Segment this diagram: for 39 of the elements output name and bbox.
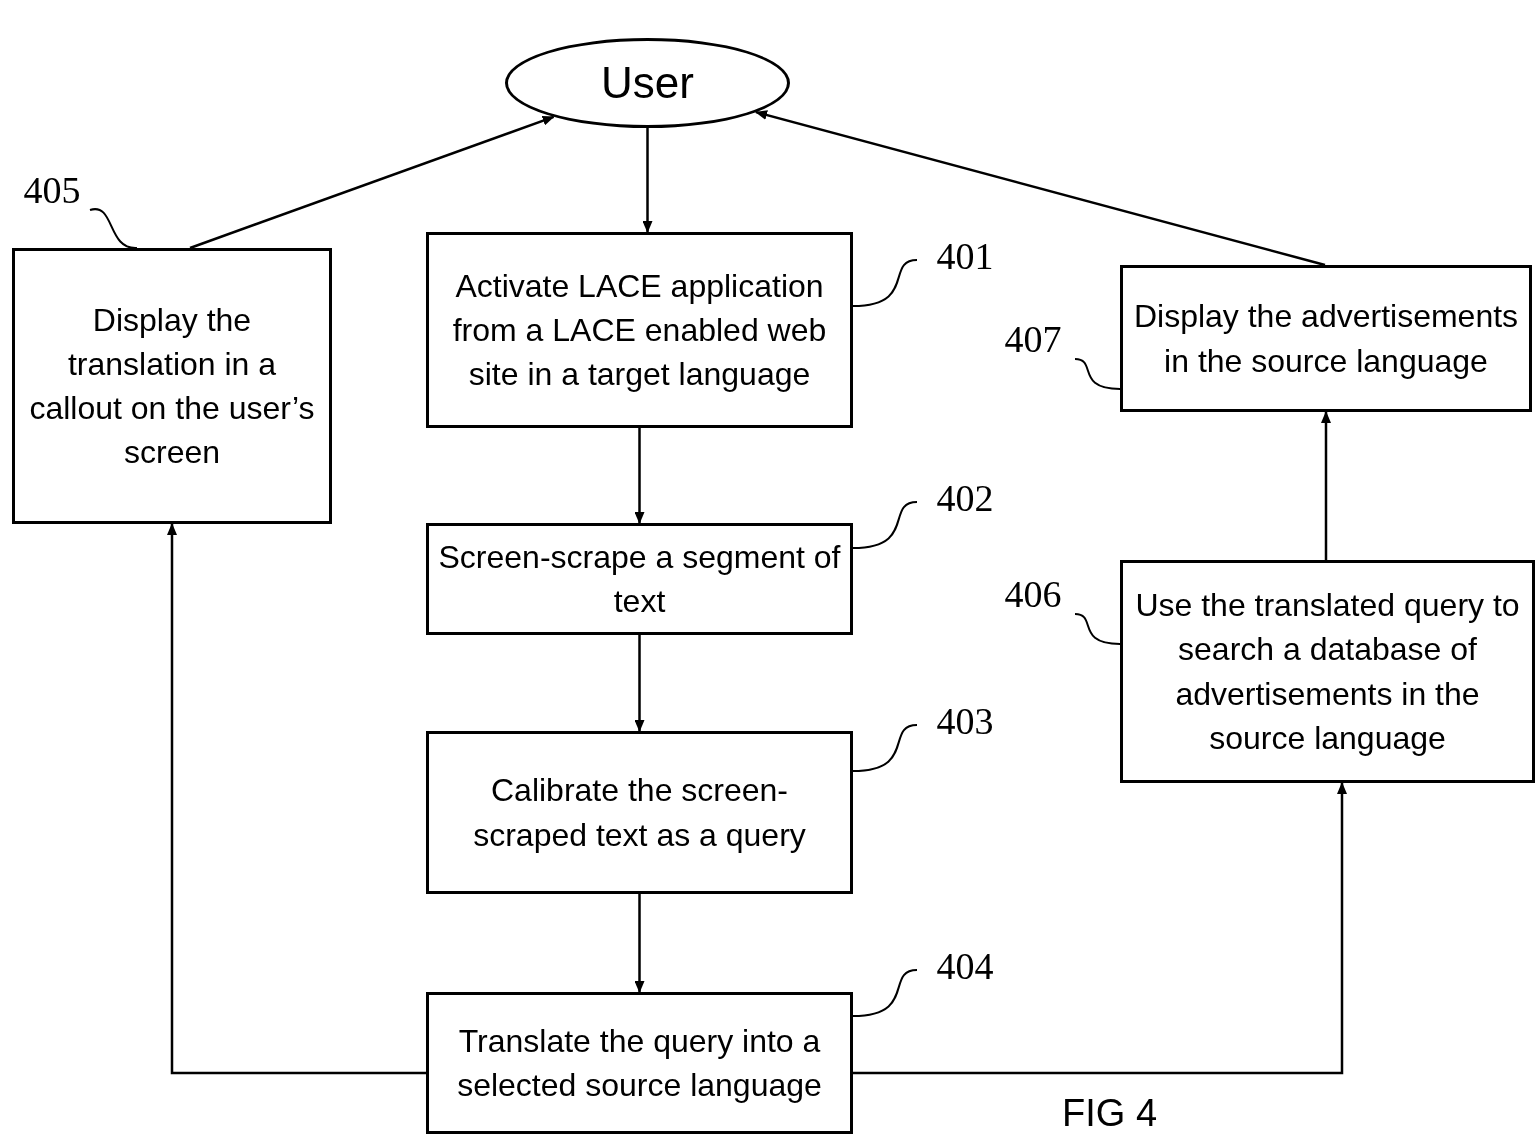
leader-line [852,724,918,772]
reference-number: 404 [936,944,994,988]
leader-line [1074,613,1121,645]
reference-number: 403 [936,699,994,743]
reference-number: 402 [936,476,994,520]
figure-caption: FIG 4 [1062,1092,1158,1135]
reference-number: 401 [936,234,994,278]
process-box [1120,265,1532,412]
arrow [642,128,653,233]
node-text: Use the translated query to search a database of advertisements in the source language [1134,586,1521,758]
arrow [634,635,645,732]
node-text: Translate the query into a selected source language [456,1021,823,1105]
arrow [1321,411,1331,560]
leader-line [852,969,918,1017]
process-box [426,992,853,1134]
process-box [1120,560,1535,783]
node-text: Display the translation in a callout on the user’s screen [28,300,316,473]
process-box [426,232,853,428]
reference-number: 406 [1004,572,1062,616]
reference-number: 405 [23,168,81,212]
arrow [634,428,645,524]
leader-line [89,208,138,249]
process-box [426,523,853,635]
process-box [12,248,332,524]
reference-number: 407 [1004,317,1062,361]
node-text: Calibrate the screen-scraped text as a query [472,771,807,855]
arrow [188,115,555,250]
arrow [853,782,1347,1075]
node-text: Display the advertisements in the source language [1132,297,1520,381]
arrow [634,894,645,993]
leader-line [852,259,918,307]
node-text: User [601,56,694,109]
arrow [755,110,1327,267]
leader-line [852,501,918,549]
node-text: Screen-scrape a segment of text [437,537,842,621]
arrow [167,523,426,1075]
leader-line [1074,358,1121,390]
node-text: Activate LACE application from a LACE enabled web site in a target language [451,266,828,395]
process-box [426,731,853,894]
